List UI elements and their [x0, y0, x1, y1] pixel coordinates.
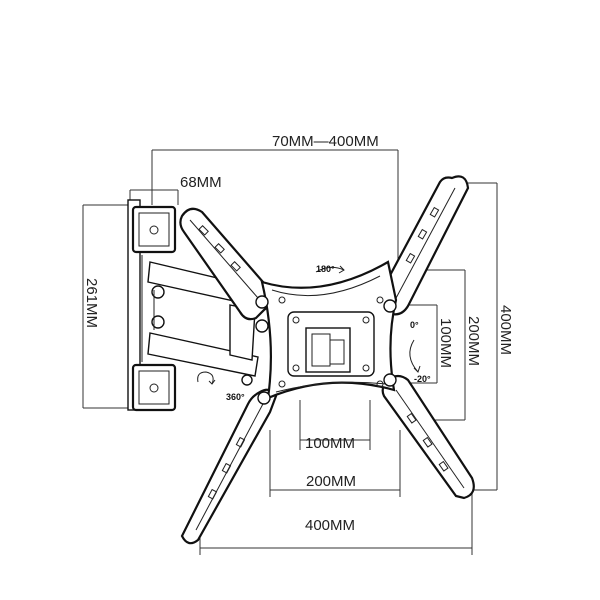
dim-top-range: 70MM—400MM — [272, 133, 379, 150]
dim-vesa-small-h: 100MM — [437, 318, 454, 368]
label-tilt-up: 0° — [410, 320, 419, 330]
vesa-plate — [260, 260, 398, 400]
bracket-upper-left — [179, 207, 273, 321]
bracket-upper-right — [377, 175, 470, 316]
label-tilt-down: -20° — [414, 374, 431, 384]
dim-vesa-large-h: 400MM — [497, 305, 514, 355]
bracket-lower-right — [381, 374, 475, 500]
dim-arm-width: 68MM — [180, 174, 222, 191]
dim-vesa-small-w: 100MM — [305, 435, 355, 452]
rotation-indicators — [197, 265, 421, 385]
wall-plate — [127, 199, 177, 412]
label-rotate-180: 180° — [316, 264, 335, 274]
dim-wall-height: 261MM — [83, 278, 100, 328]
bracket-lower-left — [180, 388, 278, 545]
pivot-hubs — [255, 295, 397, 405]
dim-vesa-mid-w: 200MM — [306, 473, 356, 490]
label-swivel-360: 360° — [226, 392, 245, 402]
dim-vesa-large-w: 400MM — [305, 517, 355, 534]
dim-vesa-mid-h: 200MM — [465, 316, 482, 366]
